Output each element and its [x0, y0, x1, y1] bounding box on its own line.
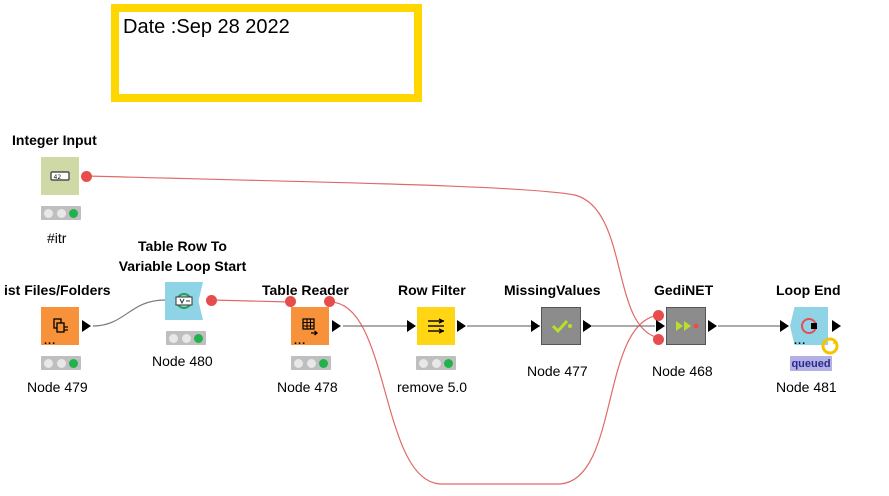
table-reader-label: Node 478 — [277, 379, 338, 395]
integer-input-label: #itr — [47, 230, 67, 246]
missing-values-output-port[interactable] — [583, 320, 592, 332]
checkmark-icon — [551, 319, 572, 334]
list-files-icon — [53, 318, 68, 333]
table-reader-output-port[interactable] — [332, 320, 341, 332]
loop-end-dots: ... — [794, 335, 807, 347]
date-annotation[interactable]: Date :Sep 28 2022 — [111, 4, 422, 102]
row-filter-input-port[interactable] — [407, 320, 416, 332]
loop-end-icon — [801, 318, 817, 334]
list-files-output-port[interactable] — [82, 320, 91, 332]
integer-input-icon: 42 — [50, 171, 70, 181]
loop-start-title-line2: Variable Loop Start — [118, 258, 247, 274]
annotation-text: Date :Sep 28 2022 — [123, 16, 290, 38]
table-reader-node[interactable] — [291, 307, 329, 345]
gedinet-title: GediNET — [654, 282, 714, 298]
integer-input-variable-port[interactable] — [81, 171, 92, 182]
list-files-title: ist Files/Folders — [4, 282, 111, 298]
integer-input-title: Integer Input — [12, 132, 97, 148]
row-filter-status — [416, 356, 456, 370]
table-reader-variable-in-port[interactable] — [285, 296, 296, 307]
loop-end-node[interactable] — [790, 307, 828, 345]
list-files-dots: ... — [44, 335, 57, 347]
loop-end-output-port[interactable] — [832, 320, 841, 332]
wire-list-files-to-loop-start[interactable] — [92, 299, 166, 327]
table-reader-status — [291, 356, 331, 370]
loop-end-input-port[interactable] — [780, 320, 789, 332]
row-filter-title: Row Filter — [398, 282, 466, 298]
missing-values-input-port[interactable] — [531, 320, 540, 332]
gedinet-label: Node 468 — [652, 363, 713, 379]
list-files-node[interactable] — [41, 307, 79, 345]
loop-start-icon — [175, 293, 193, 309]
loop-start-node[interactable] — [165, 282, 203, 320]
loop-start-title: Table Row To Variable Loop Start — [110, 236, 255, 276]
loop-start-status — [166, 331, 206, 345]
missing-values-node[interactable] — [541, 307, 581, 345]
gedinet-input-port[interactable] — [656, 320, 665, 332]
play-forward-icon — [676, 321, 699, 331]
list-files-label: Node 479 — [27, 379, 88, 395]
gedinet-variable-port-top[interactable] — [653, 310, 664, 321]
table-reader-title: Table Reader — [262, 282, 349, 298]
table-reader-icon — [302, 318, 319, 336]
gedinet-node[interactable] — [666, 307, 706, 345]
list-files-status — [41, 356, 81, 370]
loop-end-queued-status: queued — [790, 356, 832, 371]
integer-input-status — [41, 206, 81, 220]
row-filter-label: remove 5.0 — [397, 379, 468, 395]
missing-values-label: Node 477 — [527, 363, 588, 379]
loop-start-title-line1: Table Row To — [138, 238, 227, 254]
row-filter-node[interactable] — [417, 307, 455, 345]
missing-values-title: MissingValues — [504, 282, 601, 298]
table-reader-dots: ... — [294, 335, 307, 347]
svg-text:42: 42 — [54, 174, 62, 181]
row-filter-output-port[interactable] — [457, 320, 466, 332]
loop-refresh-icon — [821, 337, 839, 355]
gedinet-output-port[interactable] — [708, 320, 717, 332]
integer-input-node[interactable]: 42 — [41, 157, 79, 195]
loop-start-label: Node 480 — [152, 353, 213, 369]
table-reader-variable-out-port[interactable] — [324, 296, 335, 307]
gedinet-variable-port-bottom[interactable] — [653, 334, 664, 345]
wire-table-reader-to-gedinet[interactable] — [329, 301, 661, 485]
loop-end-title: Loop End — [776, 282, 841, 298]
loop-end-label: Node 481 — [776, 379, 837, 395]
row-filter-icon — [428, 318, 445, 334]
loop-start-variable-port[interactable] — [206, 295, 217, 306]
wire-loop-start-to-table-reader[interactable] — [211, 299, 291, 303]
